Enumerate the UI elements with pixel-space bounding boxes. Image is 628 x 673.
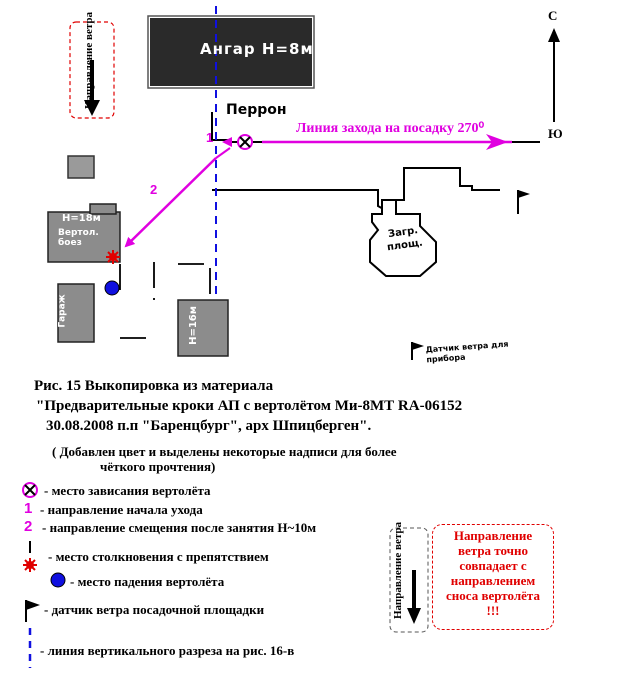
caption-line-5: чёткого прочтения) (100, 459, 216, 474)
note-line-3: совпадает с (459, 558, 527, 573)
small-building (67, 155, 95, 179)
hover-point-icon (237, 134, 253, 150)
note-line-1: Направление (453, 528, 533, 543)
caption-line-1: Рис. 15 Выкопировка из материала (34, 378, 274, 394)
legend-sensor-text: - датчик ветра посадочной площадки (44, 602, 265, 617)
note-box (432, 524, 554, 630)
flag-icon (517, 190, 530, 214)
legend-1-text: - направление начала ухода (40, 502, 203, 517)
legend-crash-icon (50, 572, 66, 588)
legend-marker-2: 2 (24, 518, 33, 535)
hangar (147, 15, 315, 89)
wind-direction-box (69, 21, 115, 119)
loading-area (369, 199, 437, 277)
building-lower-label: Вертол. боез (58, 228, 99, 248)
north-label: С (548, 8, 558, 23)
wind-arrow-icon (84, 60, 100, 116)
legend-collision-icon (23, 541, 37, 572)
caption-line-3: 30.08.2008 п.п "Баренцбург", арх Шпицбер… (46, 418, 372, 434)
approach-line (262, 134, 512, 150)
wind-box-label: Направление ветра (83, 11, 95, 109)
marker-2: 2 (150, 182, 158, 197)
garage-label: Гараж (57, 294, 68, 328)
compass-icon (548, 28, 560, 122)
approach-label: Линия захода на посадку 270⁰ (296, 121, 485, 136)
legend-wind-sensor-icon (25, 600, 40, 622)
garage (57, 283, 95, 343)
building-h16-label: Н=16м (187, 306, 199, 345)
legend-hover-text: - место зависания вертолёта (44, 483, 211, 498)
legend-marker-1: 1 (24, 500, 33, 517)
corridor-outline (119, 262, 211, 339)
note-line-5: сноса вертолёта (446, 588, 540, 603)
note-line-6: !!! (486, 603, 500, 618)
direction-2-arrow (124, 147, 231, 248)
building-upper-label: Н=18м (62, 213, 101, 224)
building-h18 (47, 203, 121, 263)
collision-icon (106, 250, 120, 264)
legend-hover-icon (22, 482, 38, 498)
hangar-label: Ангар Н=8м (200, 40, 314, 58)
building-h16 (177, 299, 229, 357)
legend-crash-text: - место падения вертолёта (70, 574, 225, 589)
note-wind-box (389, 527, 429, 633)
apron-outline (212, 167, 500, 216)
caption-line-4: ( Добавлен цвет и выделены некоторые над… (52, 444, 397, 459)
marker-1: 1 (206, 130, 214, 145)
legend-collision-text: - место столкновения с препятствием (48, 549, 269, 564)
zagr-label: Загр. площ. (386, 225, 424, 254)
crash-icon (104, 280, 120, 296)
legend-2-text: - направление смещения после занятия Н~1… (42, 520, 317, 535)
note-line-2: ветра точно (457, 543, 528, 558)
wind-sensor-icon (411, 342, 424, 360)
platform-label: Перрон (226, 102, 287, 118)
south-label: Ю (548, 126, 563, 141)
note-text: Направление ветра точно совпадает с напр… (434, 528, 552, 618)
caption-line-2: "Предварительные кроки АП с вертолётом М… (36, 398, 463, 414)
note-wind-arrow-icon (407, 570, 421, 624)
legend-section-text: - линия вертикального разреза на рис. 16… (40, 643, 295, 658)
note-wind-label: Направление ветра (392, 521, 404, 619)
note-line-4: направлением (450, 573, 536, 588)
